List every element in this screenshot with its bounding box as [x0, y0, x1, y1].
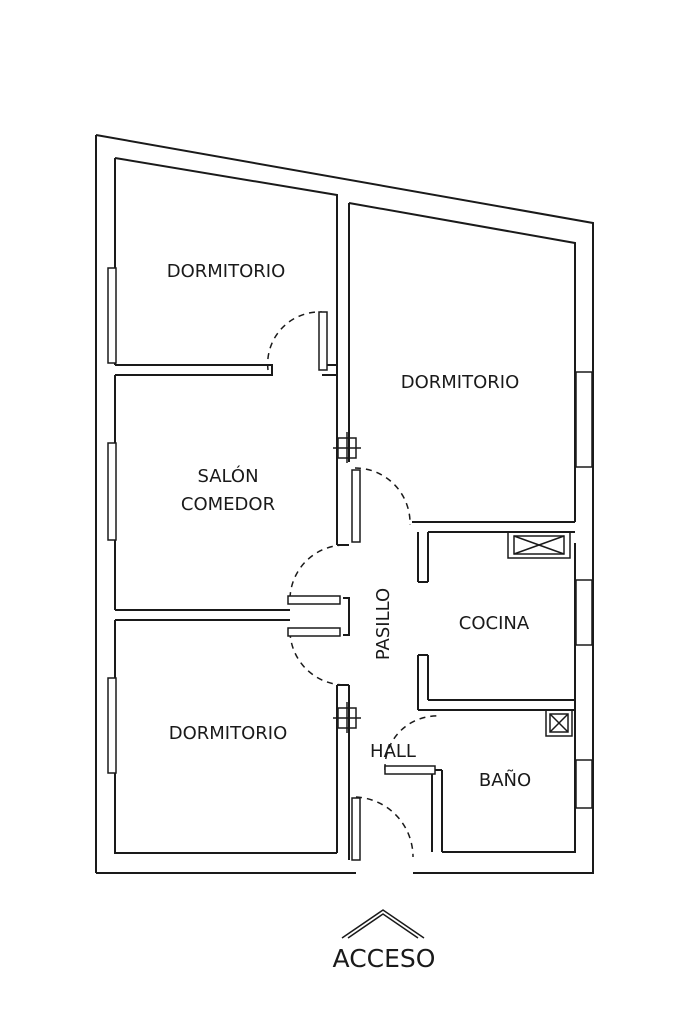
room-label-comedor: COMEDOR	[181, 494, 275, 515]
window-right-top	[575, 371, 593, 468]
doors	[266, 311, 441, 861]
room-label-bano: BAÑO	[479, 769, 531, 791]
door-leaf	[351, 797, 361, 861]
room-label-dormitorio-top-right: DORMITORIO	[401, 372, 520, 393]
room-label-pasillo: PASILLO	[373, 588, 394, 660]
window-right-bath	[575, 759, 593, 809]
door-leaf	[384, 765, 436, 775]
bath-shaft-icon	[545, 709, 573, 737]
access-label: ACCESO	[333, 944, 436, 973]
window-left-bottom	[107, 677, 117, 774]
window-right-kitchen	[575, 579, 593, 646]
room-label-dormitorio-top-left: DORMITORIO	[167, 261, 286, 282]
outer-walls	[95, 134, 594, 874]
interior-walls	[115, 195, 575, 860]
windows	[107, 267, 593, 809]
door-leaf	[287, 595, 341, 605]
ventilation-shafts	[507, 531, 573, 737]
junction-marker	[333, 702, 361, 733]
room-label-dormitorio-bottom: DORMITORIO	[169, 723, 288, 744]
room-label-cocina: COCINA	[459, 613, 530, 634]
junction-marker	[333, 432, 361, 463]
room-label-hall: HALL	[370, 741, 416, 762]
window-left-top	[107, 267, 117, 364]
column-markers	[333, 432, 361, 733]
room-label-salon: SALÓN	[197, 465, 258, 487]
door-leaf	[318, 311, 328, 371]
door-leaf	[351, 469, 361, 543]
window-left-middle	[107, 442, 117, 541]
access-chevron-icon	[341, 909, 425, 939]
door-leaf	[287, 627, 341, 637]
kitchen-shaft-icon	[507, 531, 571, 559]
